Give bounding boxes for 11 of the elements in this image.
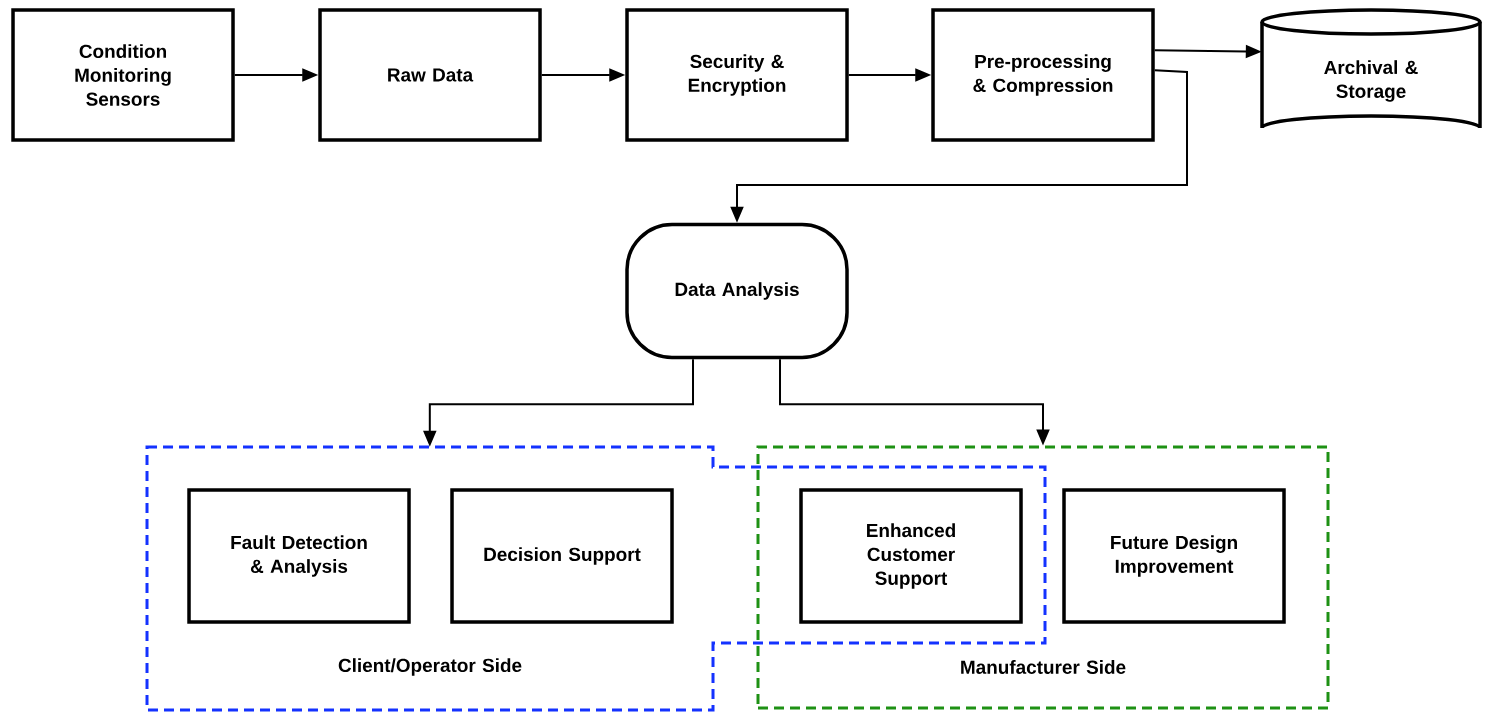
- process-box: Fault Detection & Analysis: [187, 488, 411, 624]
- process-box: Raw Data: [318, 8, 542, 142]
- process-box: Pre-processing & Compression: [931, 8, 1155, 142]
- process-box: Security & Encryption: [625, 8, 849, 142]
- process-box: Enhanced Customer Support: [799, 488, 1023, 624]
- storage-cylinder: Archival & Storage: [1260, 8, 1482, 130]
- process-box: Decision Support: [450, 488, 674, 624]
- node-label: Archival & Storage: [1324, 60, 1418, 102]
- process-box: Future Design Improvement: [1062, 488, 1286, 624]
- process-terminal: Data Analysis: [625, 222, 849, 360]
- process-box: Condition Monitoring Sensors: [11, 8, 235, 142]
